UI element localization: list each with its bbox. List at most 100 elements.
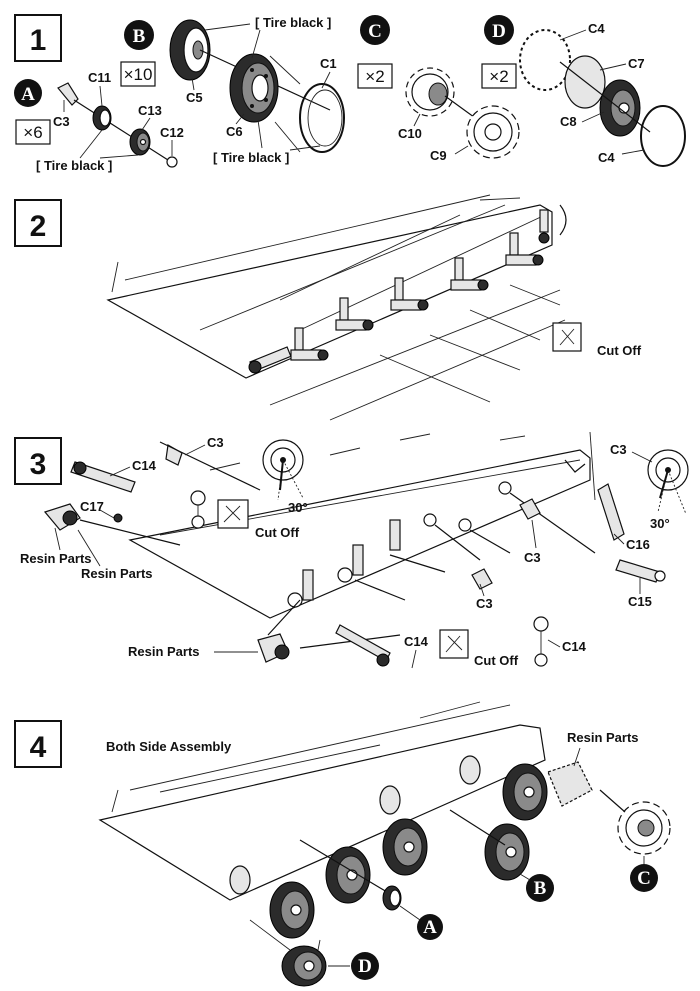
shock-c16: [597, 483, 625, 541]
step-number-box: [14, 720, 62, 768]
step-number: 3: [30, 448, 47, 481]
note-tire-black-a: [ Tire black ]: [36, 158, 112, 173]
label-c16: C16: [626, 537, 650, 552]
arm-c15: [615, 559, 661, 583]
step-4: 4 Both Side Assembly: [14, 701, 671, 987]
both-side-note: Both Side Assembly: [106, 739, 232, 754]
multiplier-d: ×2: [489, 67, 508, 86]
road-wheel: [382, 818, 428, 876]
multiplier-box-d: [481, 63, 517, 89]
cut-off-icon-box-2: [439, 629, 469, 659]
cut-off-note: Cut Off: [597, 343, 642, 358]
cut-off-icon-box-1: [217, 499, 249, 529]
road-wheels: [229, 755, 548, 939]
part-c17: [113, 513, 123, 523]
resin-label-3: Resin Parts: [128, 644, 200, 659]
cut-off-note-1: Cut Off: [255, 525, 300, 540]
label-c3-left: C3: [207, 435, 224, 450]
resin-label-step4: Resin Parts: [567, 730, 639, 745]
label-c14-lower: C14: [404, 634, 429, 649]
badge-c-letter: C: [368, 21, 382, 42]
step-number-box: [14, 437, 62, 485]
sub-assembly-a: A ×6 C11 C3 C13 C12 [ Tire black ]: [14, 70, 184, 173]
svg-text:C: C: [637, 868, 651, 889]
road-wheel: [484, 823, 530, 881]
part-c3-center: [519, 498, 541, 520]
sub-assembly-d: D ×2 C4 C7 C8 C4: [481, 15, 686, 167]
step-1: 1 A ×6 C11 C3 C13 C12: [14, 14, 686, 173]
hull-side: [106, 194, 566, 421]
label-c5: C5: [186, 90, 203, 105]
resin-label-1: Resin Parts: [20, 551, 92, 566]
part-c14-left: [70, 461, 136, 493]
lower-parts: Resin Parts C14 Cut Off C14: [128, 599, 587, 669]
resin-label-2: Resin Parts: [81, 566, 153, 581]
step-2: 2 Cut O: [14, 194, 642, 421]
badge-c: [360, 15, 390, 45]
label-c15: C15: [628, 594, 652, 609]
note-tire-black-top: [ Tire black ]: [255, 15, 331, 30]
road-wheel: [269, 881, 315, 939]
ref-badge-a: A: [417, 914, 443, 940]
badge-a-letter: A: [21, 84, 35, 105]
label-c6: C6: [226, 124, 243, 139]
ref-badge-b: B: [526, 874, 554, 902]
label-c8: C8: [560, 114, 577, 129]
svg-text:B: B: [534, 878, 547, 899]
label-c7: C7: [628, 56, 645, 71]
sub-assembly-c: C ×2 C10 C9: [357, 15, 520, 163]
step-3: 3 C3 C14 C17: [14, 431, 689, 669]
ring-c4-top: [519, 29, 571, 91]
label-c4-bottom: C4: [598, 150, 615, 165]
note-tire-black-bottom: [ Tire black ]: [213, 150, 289, 165]
angle-detail-1: 30°: [262, 439, 308, 515]
sub-assembly-b: B ×10 [ Tire black ] C5 C6: [120, 15, 345, 165]
step-number-box: [14, 14, 62, 62]
ref-badge-d: D: [351, 952, 379, 980]
label-c3-center: C3: [524, 550, 541, 565]
label-c11: C11: [88, 70, 111, 85]
sprue-c14: [190, 490, 206, 506]
left-parts: C3 C14 C17 Resin Parts Resin Parts: [20, 435, 261, 581]
hub-cap-c12: [166, 156, 178, 168]
suspension-arms: [248, 204, 567, 374]
step-number: 1: [30, 24, 47, 57]
label-c4-top: C4: [588, 21, 605, 36]
road-wheel: [502, 763, 548, 821]
part-c3-left: [165, 444, 183, 466]
cut-off-note-2: Cut Off: [474, 653, 519, 668]
label-c12: C12: [160, 125, 184, 140]
label-c3-lower: C3: [476, 596, 493, 611]
label-c9: C9: [430, 148, 447, 163]
tire-ring-c1: [299, 83, 345, 153]
multiplier-box-c: [357, 63, 393, 89]
multiplier-box-b: [120, 61, 156, 87]
multiplier-a: ×6: [23, 123, 42, 142]
badge-b-letter: B: [133, 26, 146, 47]
label-c1: C1: [320, 56, 337, 71]
step-number: 2: [30, 210, 47, 243]
badge-a: [14, 79, 42, 107]
ring-c4-bottom: [640, 105, 686, 167]
hull-side: [98, 701, 546, 901]
suspension-arms: [287, 459, 666, 608]
angle-detail-2: C3 30°: [610, 442, 689, 531]
nipper-icon: [223, 505, 241, 523]
svg-text:A: A: [423, 917, 437, 938]
angle-label-1: 30°: [288, 500, 308, 515]
multiplier-b: ×10: [124, 65, 153, 84]
label-c3: C3: [53, 114, 70, 129]
step-number: 4: [30, 731, 47, 764]
label-c14-sprue: C14: [562, 639, 587, 654]
multiplier-box-a: [15, 119, 51, 145]
badge-d: [484, 15, 514, 45]
part-c3-lower: [471, 568, 493, 590]
ref-badge-c: C: [630, 864, 658, 892]
label-c17: C17: [80, 499, 104, 514]
label-c10: C10: [398, 126, 422, 141]
multiplier-c: ×2: [365, 67, 384, 86]
idler-wheel-d: [249, 919, 327, 987]
axle-cap-c3: [57, 82, 79, 106]
sprue-c14-right: [533, 616, 549, 632]
